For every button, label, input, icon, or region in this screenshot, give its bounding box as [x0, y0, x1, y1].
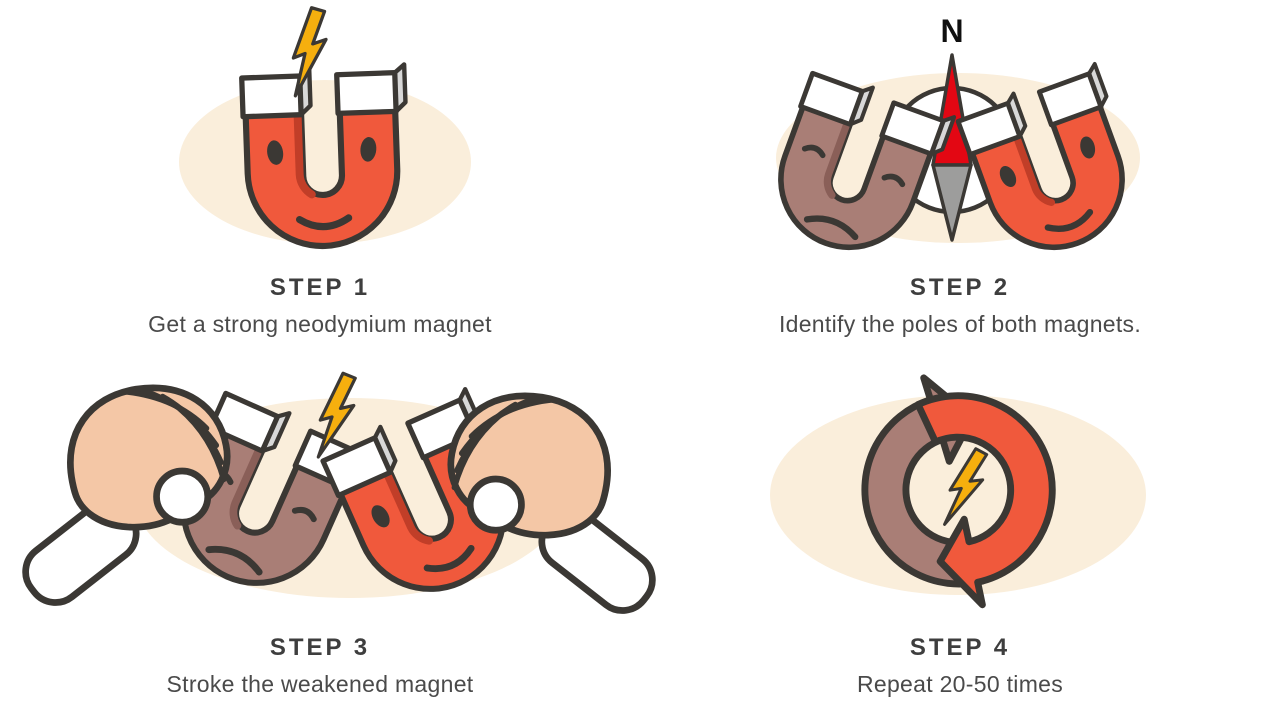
- step-3-illustration: [0, 369, 640, 628]
- step-3-caption: STEP 3 Stroke the weakened magnet: [167, 634, 474, 698]
- step-2-caption: STEP 2 Identify the poles of both magnet…: [779, 274, 1141, 338]
- step-4-illustration: [770, 374, 1146, 609]
- step-3-description: Stroke the weakened magnet: [166, 671, 474, 697]
- step-2-label: STEP 2: [909, 274, 1011, 301]
- step-2-illustration: N: [640, 13, 1280, 268]
- step-1-illustration: [179, 5, 471, 268]
- step-1-description: Get a strong neodymium magnet: [148, 311, 492, 337]
- step-4-label: STEP 4: [909, 634, 1011, 661]
- step-3-label: STEP 3: [269, 634, 371, 661]
- cycle-arrows-icon: [861, 374, 1056, 609]
- step-4-description: Repeat 20-50 times: [856, 671, 1064, 697]
- compass-north-label: N: [940, 13, 963, 49]
- clockwise-arrow: [914, 392, 1056, 609]
- step-1-panel: STEP 1 Get a strong neodymium magnet: [0, 0, 640, 360]
- step-1-label: STEP 1: [269, 274, 371, 301]
- right-hand-icon: [451, 396, 663, 621]
- step-3-panel: STEP 3 Stroke the weakened magnet: [0, 360, 640, 720]
- step-2-description: Identify the poles of both magnets.: [778, 311, 1142, 337]
- step-1-caption: STEP 1 Get a strong neodymium magnet: [148, 274, 492, 338]
- left-hand-icon: [15, 388, 227, 613]
- compass-south-needle: [931, 163, 973, 242]
- step-2-panel: N STEP 2 Identify the poles of both magn…: [640, 0, 1280, 360]
- step-4-caption: STEP 4 Repeat 20-50 times: [857, 634, 1063, 698]
- step-4-panel: STEP 4 Repeat 20-50 times: [640, 360, 1280, 720]
